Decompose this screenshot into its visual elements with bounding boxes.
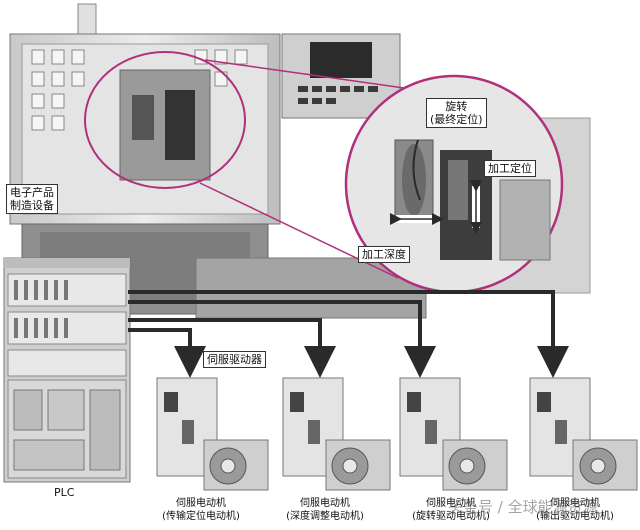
motor-name: 伺服电动机 (176, 498, 226, 509)
watermark: 头条号 / 全球能源资源 (448, 498, 598, 516)
motor-name: 伺服电动机 (426, 498, 476, 509)
device-label: 电子产品 制造设备 (6, 184, 58, 214)
motor-caption-3: 伺服电动机 (旋转驱动电动机) (396, 497, 506, 523)
servo-unit-1 (156, 377, 269, 491)
motor-role: (旋转驱动电动机) (412, 511, 490, 522)
wiring (128, 290, 569, 378)
servo-unit-3 (399, 377, 508, 491)
machining-position-label: 加工定位 (484, 160, 536, 177)
rotation-label-line1: 旋转 (445, 100, 468, 113)
motor-name: 伺服电动机 (550, 498, 600, 509)
servo-unit-4 (529, 377, 638, 491)
magnified-view (344, 74, 564, 294)
motor-caption-4: 伺服电动机 (输出驱动电动机) (520, 497, 630, 523)
motor-role: (传输定位电动机) (162, 511, 240, 522)
rotation-label-line2: (最终定位) (430, 113, 483, 126)
motor-role: (深度调整电动机) (286, 511, 364, 522)
servo-unit-2 (282, 377, 391, 491)
servo-driver-label: 伺服驱动器 (203, 351, 266, 368)
device-label-line2: 制造设备 (10, 199, 54, 212)
machining-depth-label: 加工深度 (358, 246, 410, 263)
rotation-label: 旋转 (最终定位) (426, 98, 487, 128)
plc-label: PLC (54, 486, 75, 499)
device-label-line1: 电子产品 (10, 186, 54, 199)
motor-name: 伺服电动机 (300, 498, 350, 509)
motor-caption-1: 伺服电动机 (传输定位电动机) (146, 497, 256, 523)
motor-caption-2: 伺服电动机 (深度调整电动机) (270, 497, 380, 523)
plc-rack (3, 257, 131, 483)
motor-role: (输出驱动电动机) (536, 511, 614, 522)
